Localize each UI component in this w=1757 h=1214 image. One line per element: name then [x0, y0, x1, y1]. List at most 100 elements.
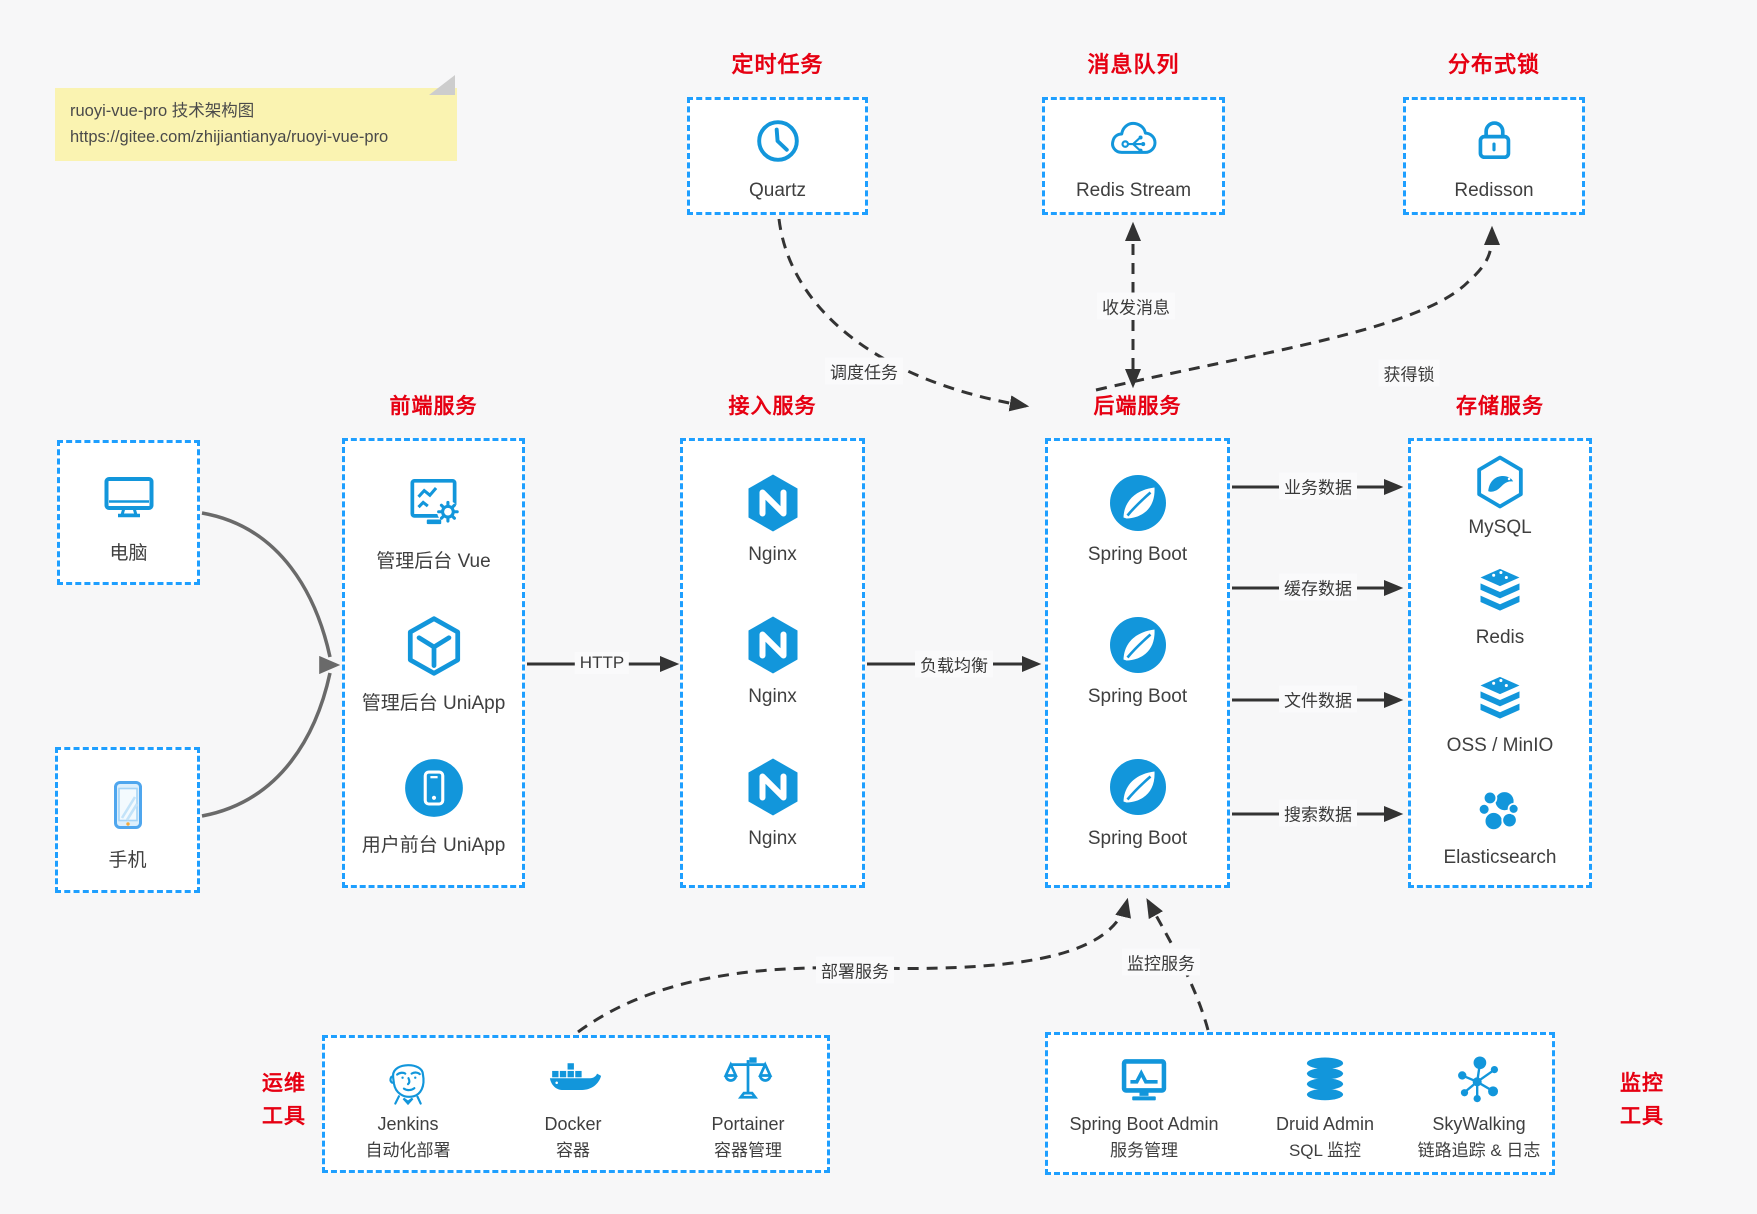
- nginx-icon: [741, 755, 805, 819]
- mysql-label: MySQL: [1468, 517, 1532, 538]
- docker-icon: [544, 1051, 602, 1109]
- column-title-backend: 后端服务: [1093, 395, 1182, 418]
- spring-boot-label-1: Spring Boot: [1087, 544, 1188, 565]
- box-frontend-services: 管理后台 Vue 管理后台 UniApp 用户前台 UniApp: [342, 438, 525, 888]
- box-desktop-client: 电脑: [57, 440, 200, 585]
- gateway-item-nginx-1: Nginx: [683, 471, 862, 566]
- box-redisson: Redisson: [1403, 97, 1585, 215]
- frontend-item-admin-uniapp: 管理后台 UniApp: [345, 613, 522, 715]
- admin-uniapp-label: 管理后台 UniApp: [361, 693, 506, 714]
- ops-item-portainer: Portainer 容器管理: [668, 1051, 828, 1162]
- edge-label-search-data: 搜索数据: [1279, 799, 1357, 827]
- nginx-label-2: Nginx: [748, 686, 797, 707]
- group-title-monitoring-tools: 监控 工具: [1608, 1068, 1676, 1133]
- skywalking-icon: [1450, 1051, 1508, 1109]
- spring-boot-admin-desc: 服务管理: [1110, 1141, 1178, 1161]
- column-title-storage: 存储服务: [1456, 395, 1544, 418]
- lock-icon: [1466, 113, 1522, 169]
- frontend-item-admin-vue: 管理后台 Vue: [345, 471, 522, 573]
- edge-desktop-to-frontend: [201, 511, 332, 658]
- jenkins-name: Jenkins: [377, 1114, 439, 1134]
- edge-label-file-data: 文件数据: [1279, 685, 1357, 713]
- box-quartz: Quartz: [687, 97, 868, 215]
- backend-item-spring-boot-1: Spring Boot: [1048, 471, 1227, 566]
- monitor-item-druid: Druid Admin SQL 监控: [1235, 1051, 1415, 1162]
- spring-boot-label-2: Spring Boot: [1087, 686, 1188, 707]
- gateway-item-nginx-3: Nginx: [683, 755, 862, 850]
- box-mobile-client: 手机: [55, 747, 200, 893]
- mobile-label: 手机: [108, 850, 147, 871]
- portainer-icon: [719, 1051, 777, 1109]
- box-monitoring-tools: Spring Boot Admin 服务管理 Druid Admin SQL 监…: [1045, 1032, 1555, 1175]
- sticky-note: ruoyi-vue-pro 技术架构图 https://gitee.com/zh…: [55, 75, 457, 162]
- redis-stream-label: Redis Stream: [1075, 180, 1192, 201]
- redis-icon: [1471, 563, 1529, 621]
- user-uniapp-label: 用户前台 UniApp: [361, 835, 506, 856]
- box-storage-services: MySQL Redis OSS / MinIO Elasticsearch: [1408, 438, 1592, 888]
- edge-label-load-balance: 负载均衡: [915, 650, 993, 678]
- portainer-name: Portainer: [711, 1114, 785, 1134]
- group-title-message-queue: 消息队列: [1087, 52, 1180, 77]
- nginx-label-3: Nginx: [748, 828, 797, 849]
- storage-item-mysql: MySQL: [1411, 453, 1589, 539]
- edge-mobile-to-frontend: [201, 672, 332, 818]
- nginx-label-1: Nginx: [748, 544, 797, 565]
- portainer-desc: 容器管理: [714, 1141, 782, 1161]
- note-title: ruoyi-vue-pro 技术架构图: [70, 102, 255, 120]
- skywalking-name: SkyWalking: [1432, 1114, 1526, 1134]
- monitoring-title-line-2: 工具: [1620, 1104, 1664, 1128]
- note-url: https://gitee.com/zhijiantianya/ruoyi-vu…: [70, 127, 389, 146]
- user-app-icon: [401, 755, 467, 821]
- column-title-gateway: 接入服务: [728, 395, 817, 418]
- skywalking-desc: 链路追踪 & 日志: [1417, 1141, 1541, 1161]
- edge-label-lock: 获得锁: [1378, 359, 1440, 387]
- redisson-label: Redisson: [1454, 180, 1534, 201]
- spring-boot-icon: [1106, 755, 1170, 819]
- group-title-scheduled-tasks: 定时任务: [731, 52, 824, 77]
- clock-icon: [750, 113, 806, 169]
- box-ops-tools: Jenkins 自动化部署 Docker 容器 Portainer 容器管理: [322, 1035, 830, 1173]
- jenkins-desc: 自动化部署: [365, 1141, 451, 1161]
- admin-vue-label: 管理后台 Vue: [376, 551, 491, 572]
- jenkins-icon: [379, 1051, 437, 1109]
- druid-name: Druid Admin: [1275, 1114, 1375, 1134]
- edge-label-messaging: 收发消息: [1097, 292, 1175, 320]
- spring-boot-admin-name: Spring Boot Admin: [1069, 1114, 1219, 1134]
- column-title-frontend: 前端服务: [389, 395, 478, 418]
- spring-boot-admin-icon: [1115, 1051, 1173, 1109]
- oss-minio-icon: [1471, 671, 1529, 729]
- storage-item-oss-minio: OSS / MinIO: [1411, 671, 1589, 757]
- storage-item-redis: Redis: [1411, 563, 1589, 649]
- ops-title-line-2: 工具: [262, 1104, 306, 1128]
- nginx-icon: [741, 613, 805, 677]
- monitor-item-spring-boot-admin: Spring Boot Admin 服务管理: [1054, 1051, 1234, 1162]
- admin-vue-icon: [401, 471, 467, 537]
- elasticsearch-label: Elasticsearch: [1443, 847, 1557, 868]
- nginx-icon: [741, 471, 805, 535]
- druid-desc: SQL 监控: [1288, 1141, 1362, 1161]
- box-backend-services: Spring Boot Spring Boot Spring Boot: [1045, 438, 1230, 888]
- spring-boot-icon: [1106, 471, 1170, 535]
- spring-boot-label-3: Spring Boot: [1087, 828, 1188, 849]
- mq-cloud-icon: [1106, 113, 1162, 169]
- monitoring-title-line-1: 监控: [1620, 1072, 1664, 1095]
- backend-item-spring-boot-3: Spring Boot: [1048, 755, 1227, 850]
- quartz-label: Quartz: [748, 180, 807, 201]
- desktop-icon: [97, 466, 161, 530]
- gateway-item-nginx-2: Nginx: [683, 613, 862, 708]
- desktop-label: 电脑: [109, 543, 148, 564]
- mobile-icon: [96, 773, 160, 837]
- monitor-item-skywalking: SkyWalking 链路追踪 & 日志: [1389, 1051, 1569, 1162]
- elasticsearch-icon: [1471, 783, 1529, 841]
- redis-label: Redis: [1475, 627, 1525, 648]
- ops-item-jenkins: Jenkins 自动化部署: [328, 1051, 488, 1162]
- uniapp-cube-icon: [401, 613, 467, 679]
- spring-boot-icon: [1106, 613, 1170, 677]
- box-redis-stream: Redis Stream: [1042, 97, 1225, 215]
- box-gateway-services: Nginx Nginx Nginx: [680, 438, 865, 888]
- mysql-icon: [1471, 453, 1529, 511]
- docker-name: Docker: [544, 1114, 602, 1134]
- ops-item-docker: Docker 容器: [493, 1051, 653, 1162]
- docker-desc: 容器: [556, 1141, 590, 1161]
